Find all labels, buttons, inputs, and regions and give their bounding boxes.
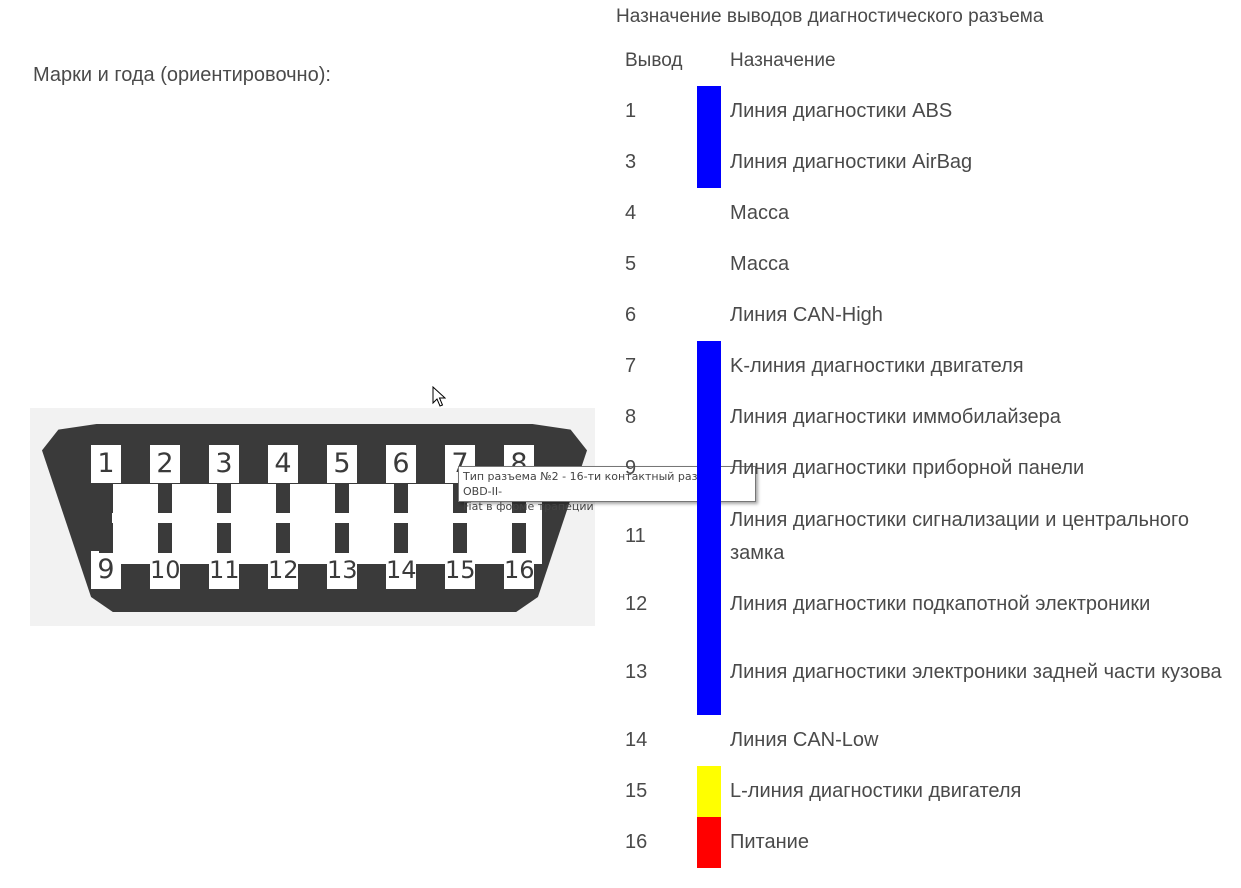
table-title: Назначение выводов диагностического разъ…: [616, 6, 1044, 27]
connector-pin-5: 5: [327, 445, 357, 483]
mouse-cursor-icon: [432, 386, 446, 407]
table-row: 3 Линия диагностики AirBag: [616, 137, 1236, 188]
connector-pin-contact: [335, 523, 349, 553]
connector-pin-contact: [276, 483, 290, 513]
pin-description: Питание: [730, 831, 809, 853]
connector-pin-15: 15: [445, 551, 476, 589]
table-row: 12 Линия диагностики подкапотной электрон…: [616, 579, 1236, 630]
connector-pin-contact: [512, 523, 526, 553]
table-row: 8 Линия диагностики иммобилайзера: [616, 392, 1236, 443]
connector-pin-contact: [99, 483, 113, 513]
connector-pin-14: 14: [386, 551, 417, 589]
color-marker: [697, 86, 721, 137]
connector-pin-contact: [217, 523, 231, 553]
connector-pin-contact: [394, 483, 408, 513]
connector-pin-contact: [335, 483, 349, 513]
pin-description: Масса: [730, 253, 790, 275]
table-row: 14 Линия CAN-Low: [616, 715, 1236, 766]
connector-pin-contact: [158, 483, 172, 513]
table-row: 16 Питание: [616, 817, 1236, 868]
connector-pin-12: 12: [268, 551, 299, 589]
color-marker: [697, 630, 721, 715]
color-marker: [697, 392, 721, 443]
pin-number: 5: [625, 253, 637, 275]
pin-description: Линия CAN-Low: [730, 729, 879, 751]
table-row: 4 Масса: [616, 188, 1236, 239]
pin-number: 8: [625, 406, 637, 428]
connector-pin-9: 9: [91, 551, 121, 589]
connector-pin-contact: [99, 523, 113, 553]
pin-number: 13: [625, 661, 648, 683]
table-row: 15 L-линия диагностики двигателя: [616, 766, 1236, 817]
connector-pin-2: 2: [150, 445, 180, 483]
connector-pin-contact: [158, 523, 172, 553]
connector-pin-6: 6: [386, 445, 416, 483]
color-marker: [697, 137, 721, 188]
table-row: 1 Линия диагностики ABS: [616, 86, 1236, 137]
column-header-pin: Вывод: [625, 50, 683, 71]
connector-pin-10: 10: [150, 551, 181, 589]
page-subtitle: Марки и года (ориентировочно):: [33, 64, 331, 86]
connector-pin-1: 1: [91, 445, 121, 483]
color-marker: [697, 341, 721, 392]
table-row: 6 Линия CAN-High: [616, 290, 1236, 341]
tooltip-line-2: Fiat в форме трапеции: [463, 500, 594, 513]
pin-number: 11: [625, 525, 646, 547]
pin-number: 14: [625, 729, 648, 751]
connector-pin-11: 11: [209, 551, 240, 589]
connector-pin-3: 3: [209, 445, 239, 483]
column-header-description: Назначение: [730, 50, 836, 71]
table-row: 7 K-линия диагностики двигателя: [616, 341, 1236, 392]
pin-description: Линия диагностики ABS: [730, 100, 953, 122]
connector-pin-13: 13: [327, 551, 358, 589]
pin-number: 12: [625, 593, 648, 615]
pin-description: Линия диагностики подкапотной электроник…: [730, 593, 1151, 615]
table-row: 5 Масса: [616, 239, 1236, 290]
pin-number: 16: [625, 831, 648, 853]
connector-pin-4: 4: [268, 445, 298, 483]
color-marker: [697, 494, 721, 579]
pin-description: Линия диагностики приборной панели: [730, 457, 1085, 479]
connector-pin-contact: [453, 523, 467, 553]
pin-number: 9: [625, 457, 637, 479]
connector-pin-contact: [394, 523, 408, 553]
connector-pin-16: 16: [504, 551, 535, 589]
pin-number: 7: [625, 355, 637, 377]
table-row: 11 Линия диагностики сигнализации и центр…: [616, 494, 1236, 579]
table-row: 9 Линия диагностики приборной панели: [616, 443, 1236, 494]
pin-number: 4: [625, 202, 637, 224]
pin-number: 15: [625, 780, 648, 802]
pin-number: 6: [625, 304, 637, 326]
color-marker: [697, 579, 721, 630]
pin-number: 3: [625, 151, 637, 173]
color-marker: [697, 766, 721, 817]
color-marker: [697, 817, 721, 868]
pin-number: 1: [625, 100, 637, 122]
color-marker: [697, 443, 721, 494]
pin-description: Линия диагностики электроники задней час…: [730, 661, 1222, 683]
pin-description: Линия CAN-High: [730, 304, 883, 326]
pin-description: L-линия диагностики двигателя: [730, 780, 1022, 802]
table-row: 13 Линия диагностики электроники задней ч…: [616, 630, 1236, 715]
pin-description: Масса: [730, 202, 790, 224]
pin-description: Линия диагностики сигнализации и централ…: [730, 508, 1190, 564]
pin-description: K-линия диагностики двигателя: [730, 355, 1024, 377]
pin-description: Линия диагностики иммобилайзера: [730, 406, 1061, 428]
pin-description: Линия диагностики AirBag: [730, 151, 973, 173]
tooltip-line-1: Тип разъема №2 - 16-ти контактный разъем…: [463, 470, 721, 498]
connector-pin-contact: [217, 483, 231, 513]
connector-pin-contact: [276, 523, 290, 553]
